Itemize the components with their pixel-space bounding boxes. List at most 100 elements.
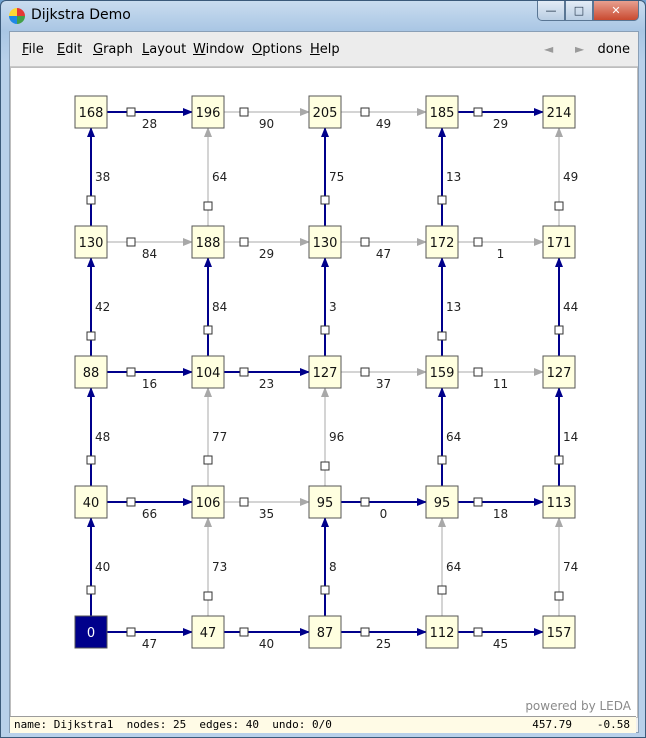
edge-handle[interactable] — [86, 455, 96, 465]
graph-node[interactable] — [308, 225, 342, 259]
menu-options-rest: ptions — [262, 42, 303, 57]
edge-weight-label: 73 — [212, 560, 227, 574]
menu-edit[interactable]: Edit — [57, 42, 82, 57]
node-distance-label: 127 — [547, 366, 572, 381]
graph-node[interactable] — [191, 485, 225, 519]
edge-handle[interactable] — [437, 331, 447, 341]
graph-node[interactable] — [425, 95, 459, 129]
edge-handle[interactable] — [126, 107, 136, 117]
edge-handle[interactable] — [86, 195, 96, 205]
menu-graph[interactable]: Graph — [93, 42, 133, 57]
edge-handle[interactable] — [320, 325, 330, 335]
graph-node[interactable] — [191, 225, 225, 259]
menu-help[interactable]: Help — [310, 42, 340, 57]
graph-node[interactable] — [542, 355, 576, 389]
edge-handle[interactable] — [320, 585, 330, 595]
graph-node[interactable] — [191, 355, 225, 389]
graph-node[interactable] — [74, 355, 108, 389]
edge-handle[interactable] — [203, 591, 213, 601]
edge-weight-label: 45 — [493, 637, 508, 651]
edge-handle[interactable] — [239, 367, 249, 377]
menu-options[interactable]: Options — [252, 42, 302, 57]
graph-node[interactable] — [308, 355, 342, 389]
edge-handle[interactable] — [437, 195, 447, 205]
graph-node[interactable] — [542, 95, 576, 129]
edge-handle[interactable] — [126, 367, 136, 377]
edge-handle[interactable] — [320, 195, 330, 205]
edge-weight-label: 44 — [563, 300, 578, 314]
edge-handle[interactable] — [203, 325, 213, 335]
graph-node[interactable] — [308, 95, 342, 129]
menu-window[interactable]: Window — [193, 42, 244, 57]
graph-node[interactable] — [542, 225, 576, 259]
edge-handle[interactable] — [554, 455, 564, 465]
window-title: Dijkstra Demo — [31, 7, 131, 23]
nav-back-icon[interactable]: ◄ — [544, 42, 554, 56]
edge-handle[interactable] — [203, 201, 213, 211]
node-distance-label: 127 — [313, 366, 338, 381]
menu-file[interactable]: File — [22, 42, 44, 57]
graph-node[interactable] — [542, 615, 576, 649]
source-node[interactable] — [74, 615, 108, 649]
minimize-button[interactable]: — — [537, 1, 565, 21]
graph-node[interactable] — [74, 225, 108, 259]
menu-layout[interactable]: Layout — [142, 42, 186, 57]
graph-node[interactable] — [74, 95, 108, 129]
graph-node[interactable] — [74, 485, 108, 519]
edge-handle[interactable] — [473, 367, 483, 377]
edge-handle[interactable] — [554, 591, 564, 601]
graph-node[interactable] — [425, 485, 459, 519]
graph-node[interactable] — [425, 225, 459, 259]
edge-handle[interactable] — [473, 107, 483, 117]
title-bar[interactable]: Dijkstra Demo — □ ✕ — [1, 1, 645, 31]
edge-handle[interactable] — [239, 497, 249, 507]
edge-handle[interactable] — [320, 461, 330, 471]
edge-weight-label: 11 — [493, 377, 508, 391]
edge-weight-label: 84 — [142, 247, 157, 261]
edge-handle[interactable] — [239, 627, 249, 637]
node-distance-label: 157 — [547, 626, 572, 641]
edge-handle[interactable] — [437, 585, 447, 595]
edge-handle[interactable] — [126, 497, 136, 507]
edge-handle[interactable] — [239, 237, 249, 247]
edge-handle[interactable] — [360, 497, 370, 507]
edge-handle[interactable] — [554, 325, 564, 335]
edge-handle[interactable] — [360, 627, 370, 637]
edge-handle[interactable] — [473, 627, 483, 637]
maximize-button[interactable]: □ — [565, 1, 593, 21]
edge-handle[interactable] — [360, 107, 370, 117]
edge-handle[interactable] — [86, 585, 96, 595]
graph-node[interactable] — [191, 95, 225, 129]
edge-handle[interactable] — [203, 455, 213, 465]
graph-node[interactable] — [425, 615, 459, 649]
edge-handle[interactable] — [437, 455, 447, 465]
nav-forward-icon[interactable]: ► — [575, 42, 585, 56]
node-distance-label: 185 — [430, 106, 455, 121]
close-button[interactable]: ✕ — [593, 1, 639, 21]
edge-handle[interactable] — [360, 237, 370, 247]
done-button[interactable]: done — [597, 42, 630, 57]
client-area: File Edit Graph Layout Window Options He… — [9, 31, 639, 733]
edge-weight-label: 74 — [563, 560, 578, 574]
edge-handle[interactable] — [86, 331, 96, 341]
menu-window-rest: indow — [205, 42, 245, 57]
edge-weight-label: 84 — [212, 300, 227, 314]
edge-handle[interactable] — [126, 237, 136, 247]
edge-handle[interactable] — [126, 627, 136, 637]
edge-handle[interactable] — [473, 497, 483, 507]
graph-node[interactable] — [308, 485, 342, 519]
menu-help-mnemonic: H — [310, 42, 320, 57]
edge-handle[interactable] — [554, 201, 564, 211]
edge-weight-label: 13 — [446, 300, 461, 314]
graph-node[interactable] — [308, 615, 342, 649]
graph-node[interactable] — [191, 615, 225, 649]
edge-weight-label: 47 — [376, 247, 391, 261]
edge-handle[interactable] — [360, 367, 370, 377]
edge-handle[interactable] — [473, 237, 483, 247]
graph-node[interactable] — [542, 485, 576, 519]
edge-handle[interactable] — [239, 107, 249, 117]
menu-graph-rest: raph — [103, 42, 133, 57]
graph-node[interactable] — [425, 355, 459, 389]
